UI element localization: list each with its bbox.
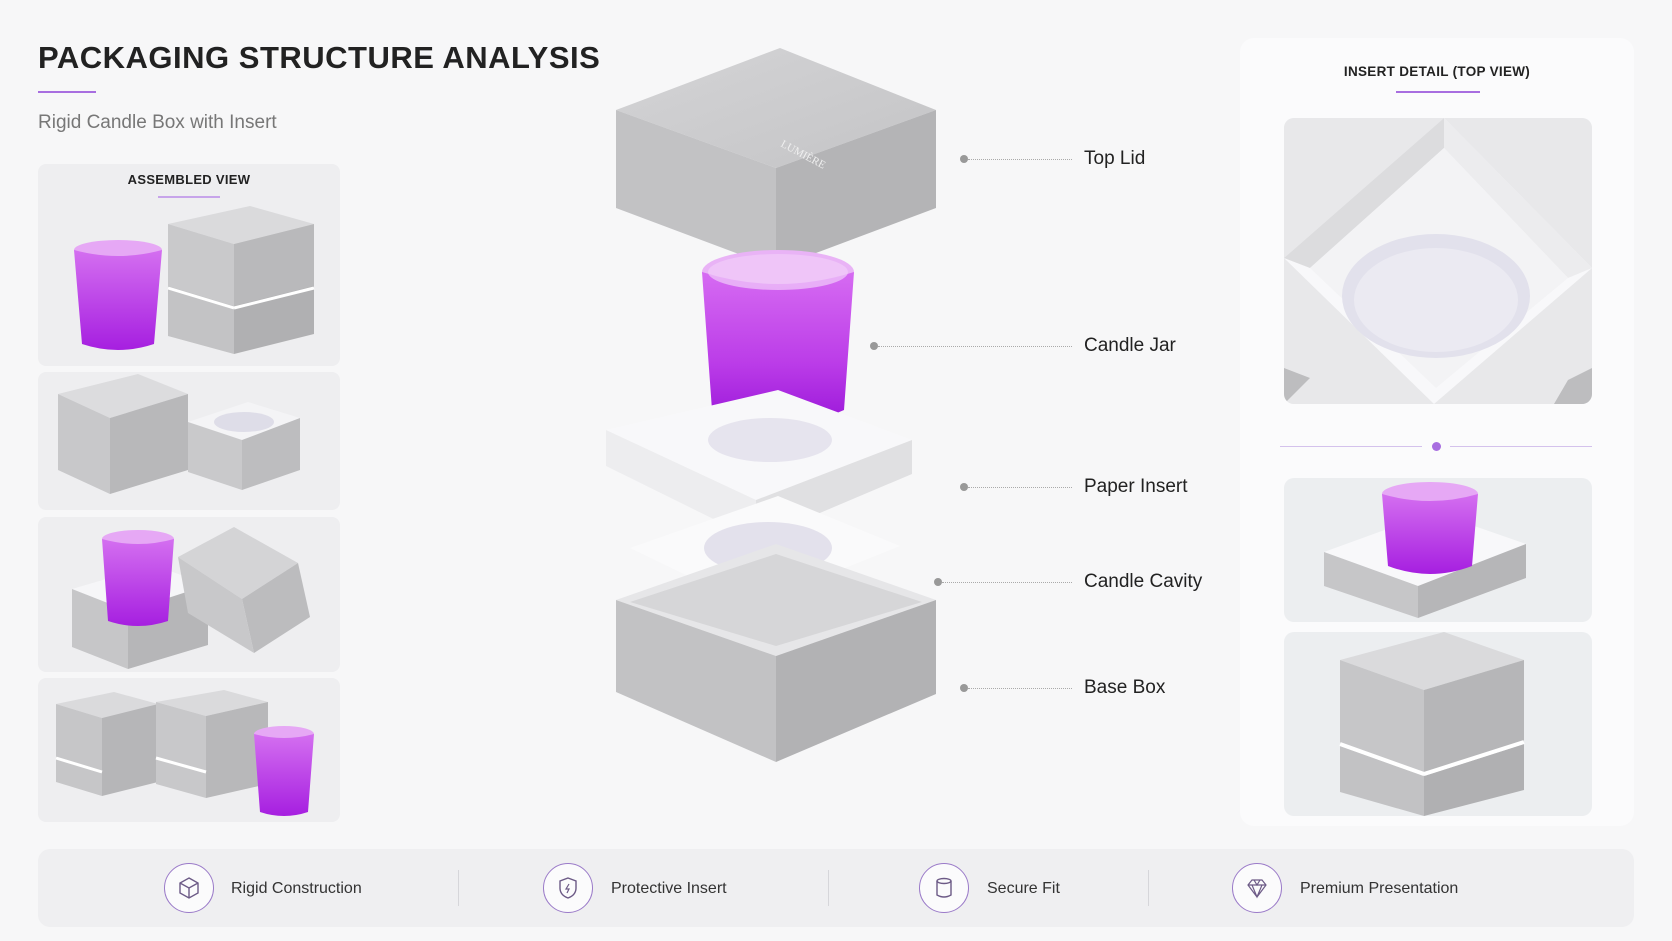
candle-cavity-callout-dot — [934, 578, 942, 586]
page-subtitle: Rigid Candle Box with Insert — [38, 112, 277, 133]
feature-separator-3 — [1148, 870, 1149, 906]
base-box-callout-line — [968, 688, 1072, 689]
assembled-view-card-1 — [38, 164, 340, 366]
insert-top-view-image — [1284, 118, 1592, 404]
paper-insert-callout-dot — [960, 483, 968, 491]
assembled-view-underline — [158, 196, 220, 198]
assembled-view-card-2 — [38, 372, 340, 510]
title-underline — [38, 91, 96, 93]
paper-insert-label: Paper Insert — [1084, 476, 1188, 497]
candle-in-insert-with-lid-image — [72, 527, 310, 669]
shield-icon — [543, 863, 593, 913]
feature-separator-1 — [458, 870, 459, 906]
feature-rigid-construction: Rigid Construction — [231, 880, 362, 897]
cube-icon — [164, 863, 214, 913]
feature-separator-2 — [828, 870, 829, 906]
candle-jar-label: Candle Jar — [1084, 335, 1176, 356]
feature-secure-fit: Secure Fit — [987, 880, 1060, 897]
candle-in-base-image — [1324, 482, 1526, 618]
assembled-view-card-3 — [38, 517, 340, 672]
paper-insert-callout-line — [968, 487, 1072, 488]
candle-jar — [702, 250, 854, 425]
assembled-view-card-4 — [38, 678, 340, 822]
two-boxes-with-candle-image — [55, 690, 314, 816]
top-lid-callout-line — [968, 159, 1072, 160]
top-lid-label: Top Lid — [1084, 148, 1146, 169]
closed-box-card — [1284, 632, 1592, 816]
base-box — [616, 544, 936, 762]
candle-jar-callout-dot — [870, 342, 878, 350]
assembled-view-heading: ASSEMBLED VIEW — [127, 172, 251, 187]
right-divider-dot — [1432, 442, 1441, 451]
candle-jar-callout-line — [878, 346, 1072, 347]
right-divider-right — [1450, 446, 1592, 447]
page-title: PACKAGING STRUCTURE ANALYSIS — [38, 40, 601, 75]
insert-top-view-card — [1284, 118, 1592, 404]
candle-in-base-card — [1284, 478, 1592, 622]
cylinder-icon — [919, 863, 969, 913]
feature-premium-presentation: Premium Presentation — [1300, 880, 1459, 897]
closed-box-image — [1339, 632, 1525, 816]
exploded-view-illustration: LUMIÈRE — [606, 48, 936, 762]
top-lid-callout-dot — [960, 155, 968, 163]
features-bar — [38, 849, 1634, 927]
assembled-candle-and-box-image — [74, 206, 315, 354]
right-divider-left — [1280, 446, 1422, 447]
feature-protective-insert: Protective Insert — [611, 880, 727, 897]
base-box-label: Base Box — [1084, 677, 1166, 698]
open-box-with-insert-image — [58, 374, 300, 494]
top-lid: LUMIÈRE — [616, 48, 936, 268]
diamond-icon — [1232, 863, 1282, 913]
candle-cavity-label: Candle Cavity — [1084, 571, 1203, 592]
candle-cavity-callout-line — [942, 582, 1072, 583]
insert-detail-heading: INSERT DETAIL (TOP VIEW) — [1343, 64, 1531, 79]
base-box-callout-dot — [960, 684, 968, 692]
insert-detail-underline — [1396, 91, 1480, 93]
